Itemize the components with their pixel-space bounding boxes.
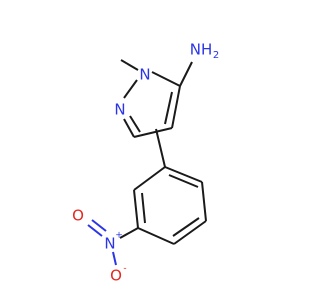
bond-benz-5-6-inner bbox=[141, 192, 146, 224]
bond-c3-n2-inner bbox=[129, 115, 141, 133]
nitro-o-minus-charge: - bbox=[123, 264, 126, 274]
bond-benz-1-2-inner bbox=[168, 174, 199, 188]
bond-c5-amine bbox=[179, 61, 193, 87]
nitro-o-double-label: O bbox=[72, 207, 84, 225]
nitro-n-text: N bbox=[104, 235, 115, 253]
bond-benz-2-3 bbox=[201, 181, 207, 222]
bond-nitro-o-double bbox=[87, 224, 103, 237]
bond-c3-n2 bbox=[123, 118, 135, 138]
bond-benz-nitro bbox=[119, 227, 139, 239]
bond-benz-1-2 bbox=[164, 166, 203, 183]
amine-subscript: 2 bbox=[213, 50, 219, 61]
bond-benz-5-6 bbox=[133, 189, 139, 229]
bond-benz-3-4 bbox=[173, 220, 207, 245]
n1-label: N bbox=[139, 66, 150, 84]
amine-label: NH 2 bbox=[190, 41, 219, 62]
bond-c5-c4 bbox=[171, 85, 181, 129]
bond-methyl-n1 bbox=[120, 59, 139, 71]
bond-n2-n1 bbox=[123, 79, 138, 99]
n2-label: N bbox=[114, 101, 125, 119]
bond-nitro-o-minus bbox=[112, 251, 117, 266]
bond-benz-4-5 bbox=[137, 227, 175, 245]
bond-nitro-o-double-2 bbox=[91, 219, 107, 232]
bond-ring-link bbox=[155, 128, 166, 168]
bond-c4-c3 bbox=[133, 127, 173, 138]
structure-canvas: NH 2 N N N + O O - bbox=[72, 41, 219, 285]
nitro-n-label: N + bbox=[104, 231, 122, 253]
amine-text: NH bbox=[190, 41, 213, 59]
bond-benz-3-4-inner bbox=[172, 217, 200, 237]
bond-benz-6-1 bbox=[133, 166, 166, 191]
nitro-o-minus-label: O - bbox=[110, 264, 127, 285]
molecule-structure: NH 2 N N N + O O - bbox=[72, 41, 219, 285]
nitro-o-minus-text: O bbox=[110, 267, 122, 285]
bond-c5-c4-inner bbox=[164, 91, 173, 125]
nitro-n-charge: + bbox=[115, 231, 123, 241]
bond-n1-c5 bbox=[151, 71, 181, 87]
